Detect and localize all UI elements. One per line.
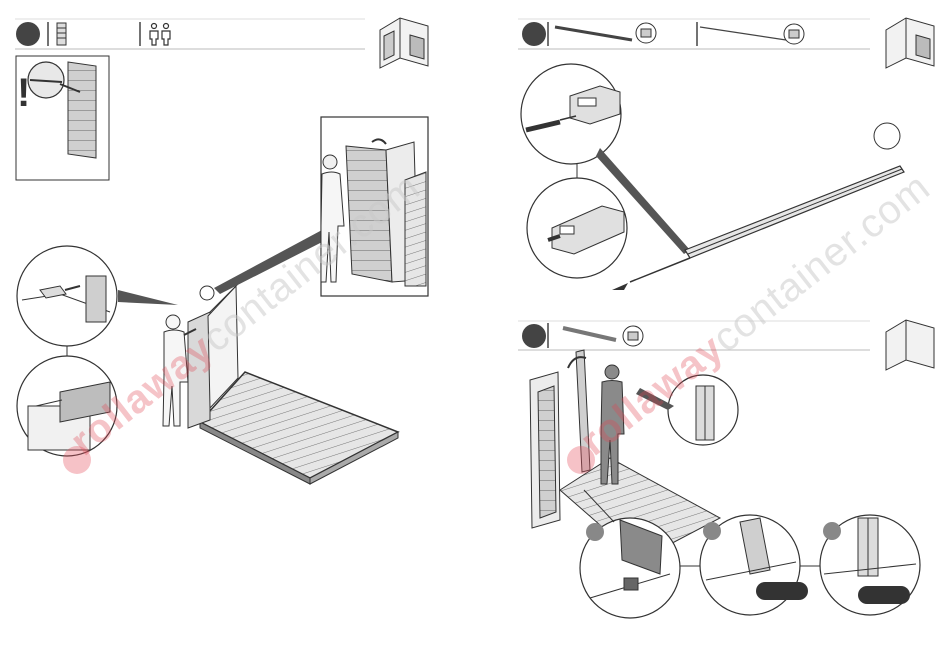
rail-icon bbox=[555, 23, 656, 43]
panel-icon bbox=[57, 23, 66, 45]
shed-thumbnail-icon bbox=[886, 320, 934, 370]
shed-thumbnail-icon bbox=[380, 18, 428, 68]
shed-thumbnail-icon bbox=[886, 18, 934, 68]
floor-detail-circle-3 bbox=[820, 515, 920, 615]
rail-detail-circle-upper bbox=[521, 64, 621, 164]
floor-platform bbox=[200, 372, 398, 484]
rod-icon bbox=[700, 24, 804, 44]
floor-detail-circle-2 bbox=[700, 515, 808, 615]
step-number-badge bbox=[522, 22, 546, 46]
rail-detail-circle-lower bbox=[527, 178, 627, 278]
floor-detail-circle-1 bbox=[580, 518, 680, 618]
detail-circle-upper bbox=[17, 246, 117, 346]
step-number-badge bbox=[522, 324, 546, 348]
post-icon bbox=[563, 326, 643, 346]
warning-box: ! bbox=[16, 56, 109, 180]
two-persons-icon bbox=[150, 24, 170, 46]
number-circle bbox=[874, 123, 900, 149]
step-number-badge bbox=[16, 22, 40, 46]
